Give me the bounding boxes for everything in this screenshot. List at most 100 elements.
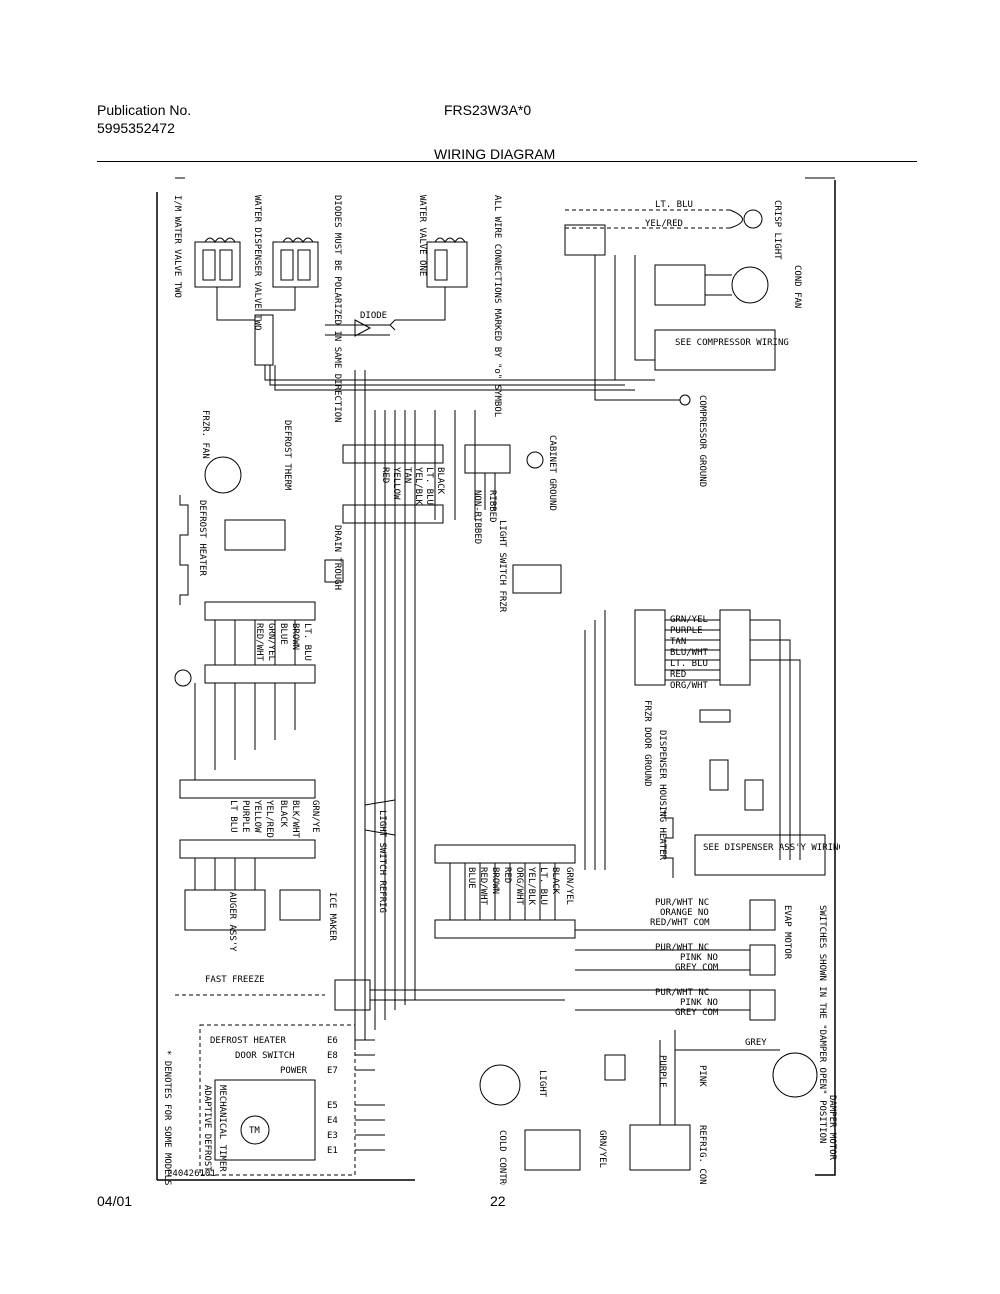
wire-main-4: YELLOW bbox=[391, 467, 401, 500]
wire-left-6: LT BLU bbox=[228, 800, 238, 833]
wire-center-1: BLACK bbox=[550, 867, 560, 895]
ribbed-connector bbox=[464, 444, 511, 474]
fast-freeze-connector bbox=[334, 979, 371, 1011]
compressor-ground bbox=[679, 394, 691, 406]
label-defrost-heater: DEFROST HEATER bbox=[197, 500, 207, 576]
wiring-diagram: I/M WATER VALVE TWO WATER DISPENSER VALV… bbox=[156, 177, 840, 1185]
publication-number: 5995352472 bbox=[97, 120, 175, 136]
label-some-models: * DENOTES FOR SOME MODELS ONLY bbox=[162, 1050, 172, 1185]
label-frzr-fan: FRZR. FAN bbox=[200, 410, 210, 459]
dispenser-heater-coil bbox=[664, 810, 674, 878]
label-frzr-door-ground: FRZR DOOR GROUND bbox=[642, 700, 652, 787]
wire-dispenser-3: BLU/WHT bbox=[670, 648, 709, 658]
label-damper-motor: DAMPER MOTOR bbox=[827, 1095, 837, 1161]
terminal-e1: E1 bbox=[327, 1146, 338, 1156]
freezer-light-switch bbox=[512, 564, 562, 594]
switch-0-com: RED/WHT COM bbox=[650, 918, 710, 928]
wire-main-0: BLACK bbox=[435, 467, 445, 495]
crisp-light-bulb bbox=[743, 209, 763, 229]
terminal-e3: E3 bbox=[327, 1131, 338, 1141]
bottom-switch bbox=[604, 1054, 626, 1081]
wire-center-7: RED/WHT bbox=[478, 867, 488, 906]
timer-motor bbox=[240, 1115, 270, 1145]
wire-main-2: YEL/BLK bbox=[413, 467, 423, 506]
valve-one-box bbox=[426, 241, 468, 288]
drain-trough-heater bbox=[324, 559, 344, 583]
wire-left-5: PURPLE bbox=[240, 800, 250, 833]
label-cabinet-ground: CABINET GROUND bbox=[547, 435, 557, 511]
switch-1-no: PINK NO bbox=[680, 953, 718, 963]
cold-control-box bbox=[524, 1129, 581, 1171]
center-connector-bottom bbox=[434, 919, 576, 939]
compressor-box bbox=[654, 329, 776, 371]
switch-2-com: GREY COM bbox=[675, 1008, 719, 1018]
label-wire-note: ALL WIRE CONNECTIONS MARKED BY "o" SYMBO… bbox=[492, 195, 502, 417]
center-connector-top bbox=[434, 844, 576, 864]
left-connector-top bbox=[179, 779, 316, 799]
label-compressor-ground: COMPRESSOR GROUND bbox=[697, 395, 707, 487]
label-light: LIGHT bbox=[537, 1070, 547, 1098]
wire-left-3: YEL/RED bbox=[264, 800, 274, 838]
frame-right bbox=[815, 180, 836, 1176]
freezer-ground bbox=[174, 669, 192, 687]
label-purple: PURPLE bbox=[657, 1055, 667, 1088]
terminal-e5: E5 bbox=[327, 1101, 338, 1111]
label-adaptive-defrost: ADAPTIVE DEFROST bbox=[202, 1085, 212, 1172]
label-ribbed: RIBBED bbox=[487, 490, 497, 523]
diagram-labels: I/M WATER VALVE TWO WATER DISPENSER VALV… bbox=[162, 195, 840, 1185]
label-crisp-light: CRISP LIGHT bbox=[772, 200, 782, 260]
light-bulb bbox=[479, 1064, 521, 1106]
label-valve-one: WATER VALVE ONE bbox=[417, 195, 427, 276]
timer-terminals: E6 E8 E7 E5 E4 E3 E1 bbox=[327, 1036, 338, 1156]
dispenser-connector-right bbox=[719, 609, 751, 686]
title-rule bbox=[97, 161, 917, 162]
dispenser-assy-box bbox=[694, 834, 826, 876]
splice-right-1 bbox=[709, 759, 729, 791]
switch-2-nc: PUR/WHT NC bbox=[655, 988, 709, 998]
wire-dispenser-1: PURPLE bbox=[670, 626, 703, 636]
refrig-control-box bbox=[629, 1124, 691, 1171]
wire-left-1: BLK/WHT bbox=[290, 800, 300, 839]
wire-main-5: RED bbox=[380, 467, 390, 483]
wire-left-4: YELLOW bbox=[252, 800, 262, 833]
auger-assy-box bbox=[184, 889, 266, 931]
freezer-connector-bottom bbox=[204, 664, 316, 684]
splice-right-2 bbox=[744, 779, 764, 811]
terminal-e6: E6 bbox=[327, 1036, 338, 1046]
wire-dispenser-4: LT. BLU bbox=[670, 659, 708, 669]
terminal-e8: E8 bbox=[327, 1051, 338, 1061]
label-ice-maker: ICE MAKER bbox=[327, 892, 337, 941]
wire-center-0: GRN/YEL bbox=[564, 867, 574, 905]
label-im-valve: I/M WATER VALVE TWO bbox=[172, 195, 182, 298]
switch-1-com: GREY COM bbox=[675, 963, 719, 973]
cabinet-ground bbox=[526, 451, 544, 469]
label-refrig-control: REFRIG. CONTROL bbox=[697, 1125, 707, 1185]
label-tm: TM bbox=[249, 1126, 260, 1136]
damper-motor-switch-1 bbox=[749, 944, 776, 976]
crisp-connector bbox=[564, 224, 606, 256]
label-cold-control: COLD CONTROL bbox=[497, 1130, 507, 1185]
label-grey: GREY bbox=[745, 1038, 767, 1048]
im-valve-coil bbox=[204, 237, 236, 243]
label-pink: PINK bbox=[697, 1065, 707, 1087]
switch-2-no: PINK NO bbox=[680, 998, 718, 1008]
diode-symbol bbox=[354, 319, 372, 337]
label-non-ribbed: NON-RIBBED bbox=[472, 490, 482, 544]
label-drawing-number: 240426101 bbox=[167, 1169, 216, 1179]
wire-freezer-2: BLUE bbox=[278, 623, 288, 645]
label-evap-motor: EVAP MOTOR bbox=[782, 905, 792, 960]
wire-center-5: RED bbox=[502, 867, 512, 883]
wire-freezer-1: BROWN bbox=[290, 623, 300, 650]
label-diodes-note: DIODES MUST BE POLARIZED IN SAME DIRECTI… bbox=[332, 195, 342, 423]
wire-center-6: BROWN bbox=[490, 867, 500, 894]
switch-1-nc: PUR/WHT NC bbox=[655, 943, 709, 953]
label-dispenser-valve: WATER DISPENSER VALVE TWO bbox=[252, 195, 262, 330]
switch-0-no: ORANGE NO bbox=[660, 908, 709, 918]
damper-motor-switch-2 bbox=[749, 989, 776, 1021]
wire-dispenser-0: GRN/YEL bbox=[670, 615, 708, 625]
label-door-switch-term: DOOR SWITCH bbox=[235, 1051, 295, 1061]
label-mechanical-timer: MECHANICAL TIMER bbox=[217, 1085, 227, 1172]
dispenser-valve-box bbox=[272, 241, 319, 288]
label-light-switch-refrig: LIGHT SWITCH REFRIG bbox=[377, 810, 387, 913]
dispenser-connector-left bbox=[634, 609, 666, 686]
